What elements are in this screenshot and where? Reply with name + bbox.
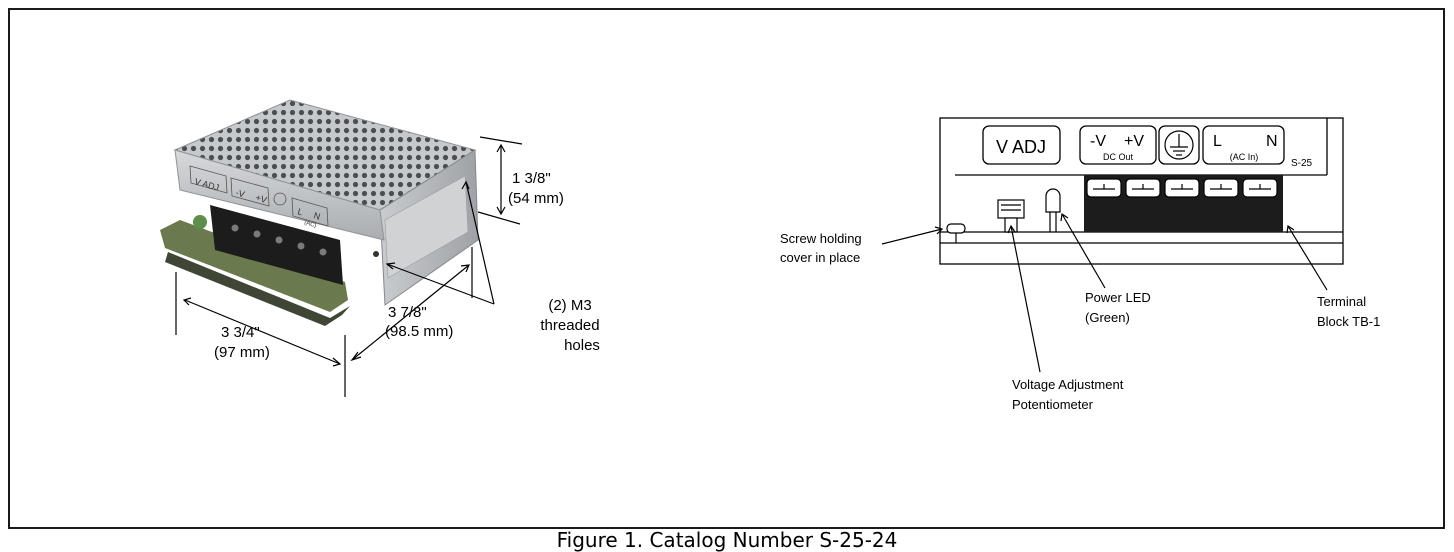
unit-side-label	[384, 175, 469, 279]
holes-label-line2: threaded	[540, 317, 599, 334]
panel-acin-box	[1202, 125, 1285, 165]
panel-l-label: L	[1213, 133, 1222, 150]
callout-led-line2: (Green)	[1085, 310, 1130, 325]
panel-n-label: N	[1266, 133, 1278, 150]
panel-power-led	[1045, 188, 1061, 232]
panel-plus-v-label: +V	[1124, 133, 1144, 150]
width-label: 3 3/4"	[221, 324, 260, 341]
depth-dimension	[350, 247, 473, 362]
unit-label-minus-v: -V	[234, 187, 245, 199]
callout-led-line1: Power LED	[1085, 290, 1151, 305]
panel-acin-label: (AC In)	[1230, 152, 1259, 162]
figure-frame	[8, 8, 1445, 529]
height-mm-label: (54 mm)	[508, 190, 564, 207]
panel-ground-box	[1158, 125, 1200, 165]
height-dimension	[477, 136, 523, 225]
panel-body-outline	[939, 117, 1344, 265]
panel-dcout-label: DC Out	[1103, 152, 1134, 162]
panel-vadj-box	[982, 125, 1061, 165]
callout-screw-line2: cover in place	[780, 250, 860, 265]
holes-callout-lines	[385, 180, 495, 305]
callout-tb-line1: Terminal	[1317, 294, 1366, 309]
panel-screw-slots	[1093, 184, 1271, 190]
panel-terminal-screws	[1086, 178, 1278, 198]
unit-threaded-hole	[373, 251, 379, 257]
height-label: 1 3/8"	[512, 170, 551, 187]
unit-terminal-screws	[231, 224, 327, 256]
unit-terminal-block	[210, 205, 343, 285]
panel-model-label: S-25	[1291, 158, 1313, 169]
unit-label-l: L	[296, 206, 304, 217]
unit-label-ac: (AC)	[303, 220, 317, 229]
holes-label-line1: (2) M3	[548, 297, 591, 314]
panel-potentiometer	[997, 199, 1025, 233]
panel-vadj-label: V ADJ	[996, 137, 1046, 157]
ground-icon	[1164, 130, 1194, 160]
power-supply-photo: V ADJ -V +V L N (AC)	[160, 99, 479, 326]
width-dimension	[175, 272, 346, 397]
width-mm-label: (97 mm)	[214, 344, 270, 361]
callout-tb-line2: Block TB-1	[1317, 314, 1380, 329]
pcb-base	[160, 220, 348, 312]
unit-ground-icon	[273, 192, 287, 206]
panel-cover-screw	[946, 223, 966, 243]
front-label-panel	[174, 149, 385, 241]
panel-minus-v-label: -V	[1090, 133, 1106, 150]
figure-caption: Figure 1. Catalog Number S-25-24	[556, 528, 898, 552]
pcb-shadow	[165, 252, 350, 326]
unit-potentiometer	[193, 215, 207, 229]
callout-screw-line1: Screw holding	[780, 231, 862, 246]
callout-leaders	[881, 212, 1328, 373]
callout-pot-line1: Voltage Adjustment	[1012, 377, 1124, 392]
unit-label-plus-v: +V	[254, 192, 268, 205]
callout-pot-line2: Potentiometer	[1012, 397, 1094, 412]
depth-label: 3 7/8"	[388, 304, 427, 321]
figure-diagram: V ADJ -V +V L N (AC) 1 3/8" (54 mm)	[160, 99, 1380, 412]
depth-mm-label: (98.5 mm)	[385, 323, 453, 340]
unit-label-n: N	[312, 210, 321, 221]
holes-label-line3: holes	[564, 337, 600, 354]
panel-dcout-box	[1079, 125, 1157, 165]
